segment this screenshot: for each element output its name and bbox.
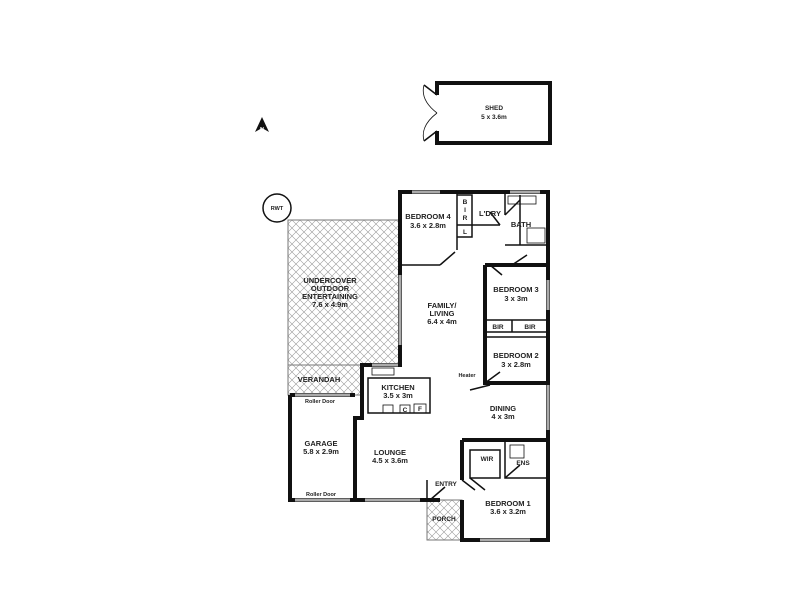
svg-text:R: R (463, 215, 468, 222)
svg-text:L'DRY: L'DRY (479, 209, 501, 218)
svg-text:3.6 x 3.2m: 3.6 x 3.2m (490, 507, 526, 516)
svg-text:DINING: DINING (490, 404, 516, 413)
svg-text:Roller Door: Roller Door (305, 399, 336, 405)
porch-area (426, 499, 463, 541)
svg-text:UNDERCOVER: UNDERCOVER (303, 276, 357, 285)
svg-text:ENS: ENS (516, 460, 530, 467)
svg-text:BEDROOM 4: BEDROOM 4 (405, 212, 451, 221)
svg-text:N: N (260, 127, 264, 133)
svg-text:BEDROOM 3: BEDROOM 3 (493, 285, 538, 294)
svg-text:3 x 2.8m: 3 x 2.8m (501, 360, 531, 369)
svg-text:BATH: BATH (511, 220, 531, 229)
svg-text:OUTDOOR: OUTDOOR (311, 284, 350, 293)
svg-text:WIR: WIR (481, 456, 494, 463)
svg-text:BIR: BIR (524, 324, 536, 331)
svg-text:KITCHEN: KITCHEN (381, 383, 414, 392)
svg-text:3.5 x 3m: 3.5 x 3m (383, 391, 413, 400)
svg-text:Roller Door: Roller Door (306, 492, 337, 498)
svg-text:Heater: Heater (458, 373, 476, 379)
svg-text:ENTRY: ENTRY (435, 481, 457, 488)
svg-text:4 x 3m: 4 x 3m (491, 412, 515, 421)
svg-text:GARAGE: GARAGE (305, 439, 338, 448)
svg-text:4.5 x 3.6m: 4.5 x 3.6m (372, 456, 408, 465)
svg-text:C: C (403, 407, 408, 414)
svg-text:3 x 3m: 3 x 3m (504, 294, 528, 303)
svg-text:BIR: BIR (492, 324, 504, 331)
svg-text:B: B (463, 199, 468, 206)
svg-text:RWT: RWT (271, 206, 284, 212)
svg-text:FAMILY/: FAMILY/ (428, 301, 458, 310)
svg-text:6.4 x 4m: 6.4 x 4m (427, 317, 457, 326)
room-labels: BEDROOM 4 3.6 x 2.8m B I R L L'DRY BATH … (298, 199, 539, 523)
svg-text:LIVING: LIVING (429, 309, 454, 318)
svg-text:BEDROOM 2: BEDROOM 2 (493, 351, 538, 360)
fixtures (371, 195, 546, 459)
svg-text:BEDROOM 1: BEDROOM 1 (485, 499, 530, 508)
svg-text:LOUNGE: LOUNGE (374, 448, 406, 457)
svg-text:5.8 x 2.9m: 5.8 x 2.9m (303, 447, 339, 456)
svg-text:F: F (418, 406, 422, 413)
svg-text:VERANDAH: VERANDAH (298, 375, 341, 384)
windows (295, 190, 550, 542)
door-swings (429, 199, 528, 501)
svg-text:PORCH: PORCH (432, 516, 456, 523)
rainwater-tank: RWT (262, 193, 292, 223)
svg-text:5 x 3.6m: 5 x 3.6m (481, 114, 507, 121)
svg-text:ENTERTAINING: ENTERTAINING (302, 292, 358, 301)
svg-text:7.6 x 4.9m: 7.6 x 4.9m (312, 300, 348, 309)
svg-text:L: L (463, 229, 467, 236)
north-arrow-icon: N (255, 117, 269, 133)
svg-text:3.6 x 2.8m: 3.6 x 2.8m (410, 221, 446, 230)
outdoor-entertaining-area (287, 219, 401, 366)
svg-text:I: I (464, 207, 466, 214)
shed: SHED 5 x 3.6m (422, 81, 552, 145)
svg-text:SHED: SHED (485, 105, 503, 112)
